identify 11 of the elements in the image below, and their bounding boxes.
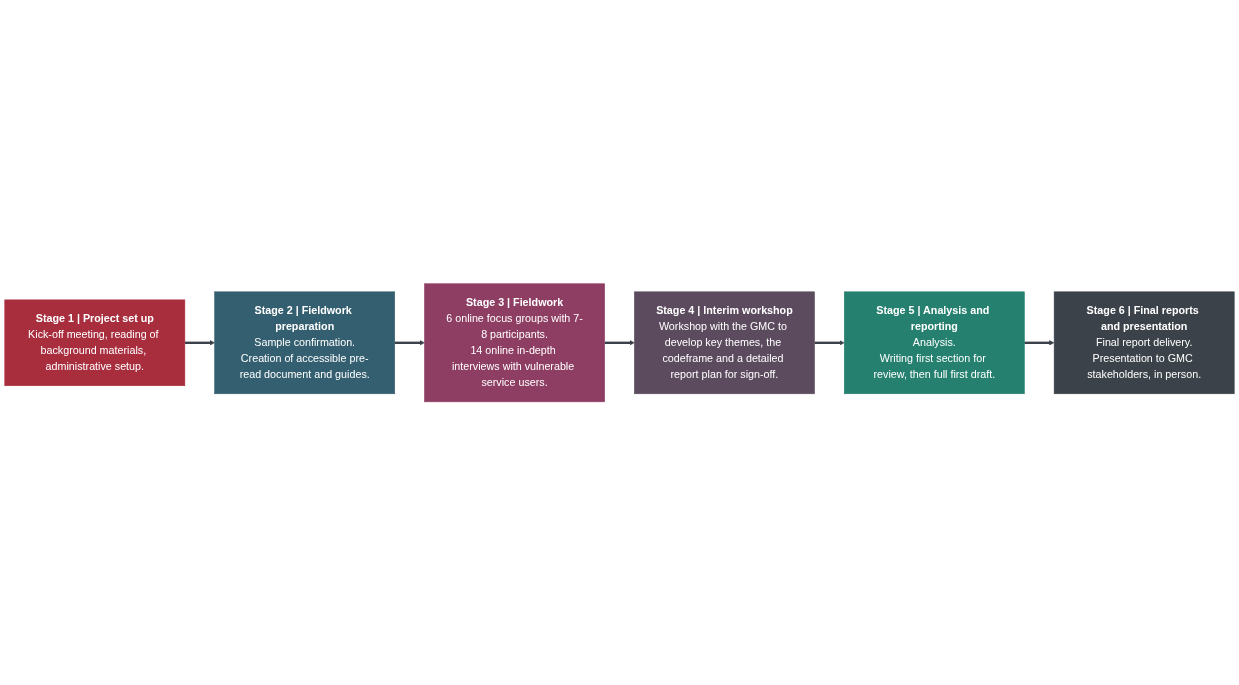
arrow [604, 339, 635, 346]
node-box: Stage 5 | Analysis and reporting Analysis. Writing first section for review, then full first draft. [844, 291, 1025, 394]
node-box: Stage 1 | Project set up Kick-off meeting, reading of background materials, administrative setup. [4, 299, 186, 386]
arrow [814, 339, 845, 346]
node-box: Stage 6 | Final reports and presentation Final report delivery. Presentation to GMC stakeholders, in person. [1053, 291, 1235, 394]
node-box: Stage 4 | Interim workshop Workshop with the GMC to develop key themes, the codeframe and a detailed report plan for sign-off. [634, 291, 815, 394]
arrow [1024, 339, 1055, 346]
node-box: Stage 3 | Fieldwork 6 online focus groups with 7-8 participants. 14 online in-depth interviews with vulnerable service users. [424, 283, 605, 402]
arrow [394, 339, 425, 346]
node-box: Stage 2 | Fieldwork preparation Sample confirmation. Creation of accessible pre-read document and guides. [214, 291, 396, 394]
arrow [184, 339, 215, 346]
